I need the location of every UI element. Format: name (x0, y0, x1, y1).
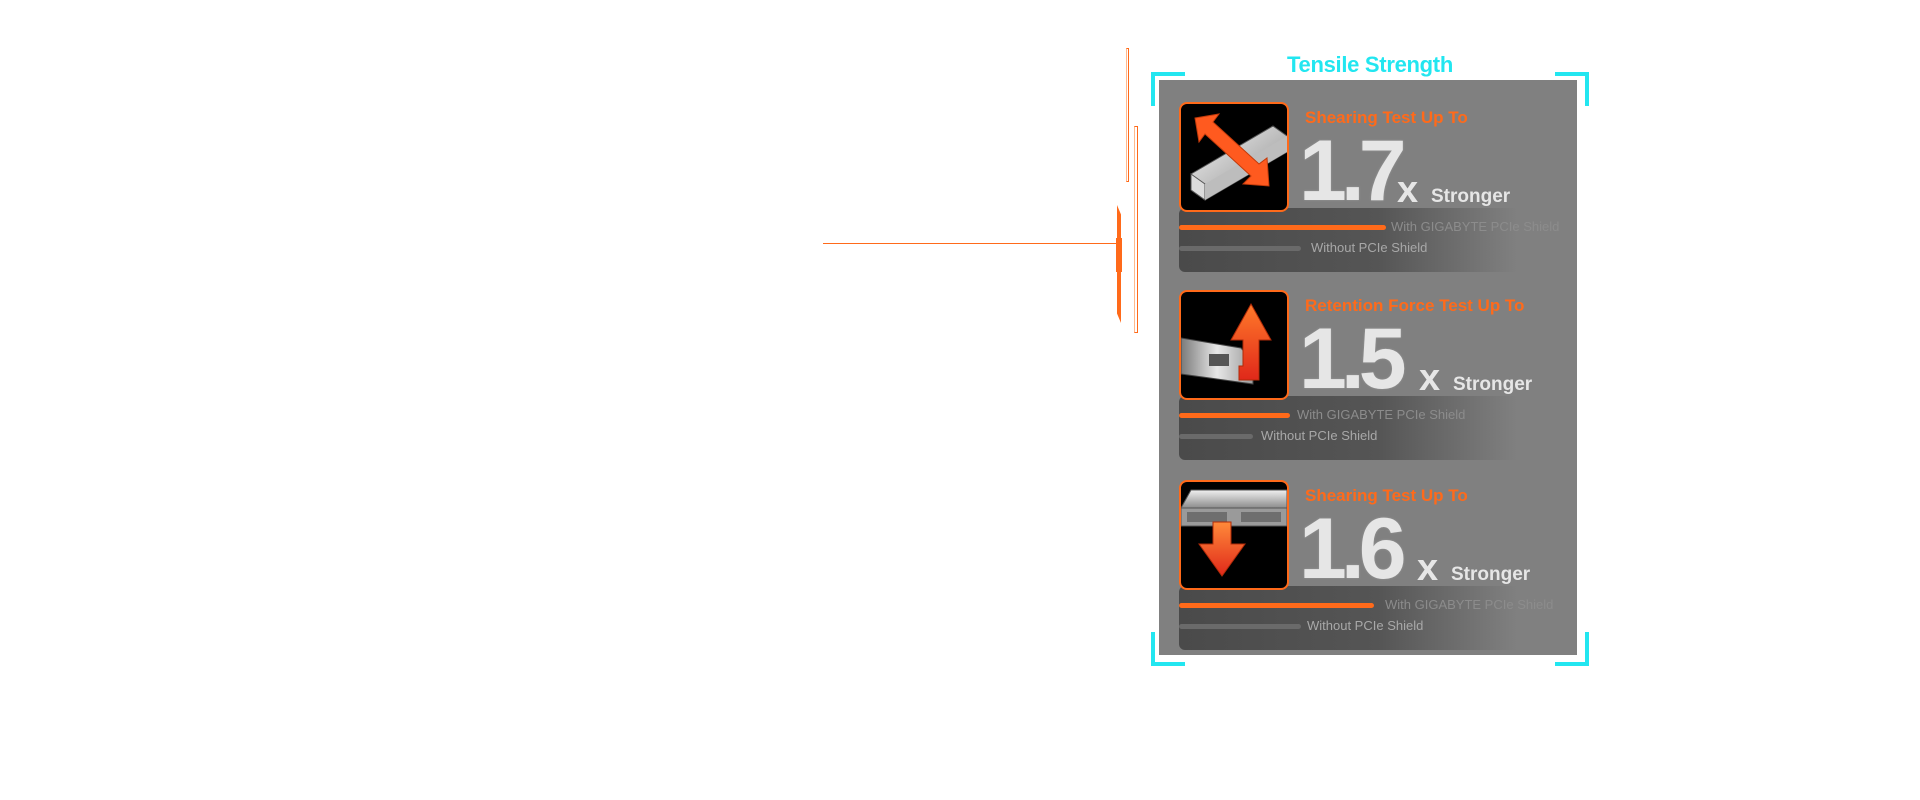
with-shield-bar (1179, 413, 1290, 418)
frame-corner-top-right (1555, 72, 1589, 106)
without-shield-bar (1179, 624, 1301, 629)
with-shield-bar (1179, 225, 1386, 230)
decorative-outline-bar (1126, 48, 1129, 182)
with-shield-bar (1179, 603, 1374, 608)
decorative-outline-bar (1134, 126, 1138, 333)
multiplier-value: 1.5 (1299, 311, 1407, 407)
without-shield-row: Without PCIe Shield (1179, 240, 1577, 256)
multiplier-symbol: x (1419, 357, 1441, 399)
multiplier-value: 1.7 (1299, 123, 1407, 219)
multiplier-symbol: x (1417, 547, 1439, 589)
decorative-line (823, 243, 1119, 244)
test-card: Retention Force Test Up To 1.5 x Stronge… (1179, 290, 1577, 460)
without-shield-label: Without PCIe Shield (1261, 428, 1378, 443)
frame-corner-bottom-right (1555, 632, 1589, 666)
without-shield-label: Without PCIe Shield (1307, 618, 1424, 633)
with-shield-row: With GIGABYTE PCIe Shield (1179, 407, 1577, 423)
card-bar-background (1179, 586, 1577, 650)
test-card: Shearing Test Up To 1.7 x Stronger With … (1179, 102, 1577, 272)
without-shield-bar (1179, 246, 1301, 251)
without-shield-row: Without PCIe Shield (1179, 428, 1577, 444)
frame-corner-top-left (1151, 72, 1185, 106)
with-shield-label: With GIGABYTE PCIe Shield (1391, 219, 1560, 234)
panel-title: Tensile Strength (1287, 52, 1453, 77)
stronger-label: Stronger (1431, 186, 1511, 207)
tensile-strength-panel: Shearing Test Up To 1.7 x Stronger With … (1159, 80, 1577, 655)
card-bar-background (1179, 208, 1577, 272)
with-shield-label: With GIGABYTE PCIe Shield (1297, 407, 1466, 422)
stronger-label: Stronger (1451, 564, 1531, 585)
with-shield-label: With GIGABYTE PCIe Shield (1385, 597, 1554, 612)
card-bar-background (1179, 396, 1577, 460)
slide-shear-icon (1179, 102, 1289, 212)
press-down-icon (1179, 480, 1289, 590)
pull-up-icon (1179, 290, 1289, 400)
without-shield-label: Without PCIe Shield (1311, 240, 1428, 255)
without-shield-bar (1179, 434, 1253, 439)
stronger-label: Stronger (1453, 374, 1533, 395)
frame-corner-bottom-left (1151, 632, 1185, 666)
multiplier-symbol: x (1397, 169, 1419, 211)
card-heading: Retention Force Test Up To (1305, 296, 1525, 315)
test-card: Shearing Test Up To 1.6 x Stronger With … (1179, 480, 1577, 650)
card-heading: Shearing Test Up To (1305, 486, 1468, 505)
with-shield-row: With GIGABYTE PCIe Shield (1179, 597, 1577, 613)
without-shield-row: Without PCIe Shield (1179, 618, 1577, 634)
card-heading: Shearing Test Up To (1305, 108, 1468, 127)
decorative-notch (1116, 238, 1122, 272)
multiplier-value: 1.6 (1299, 501, 1407, 597)
with-shield-row: With GIGABYTE PCIe Shield (1179, 219, 1577, 235)
